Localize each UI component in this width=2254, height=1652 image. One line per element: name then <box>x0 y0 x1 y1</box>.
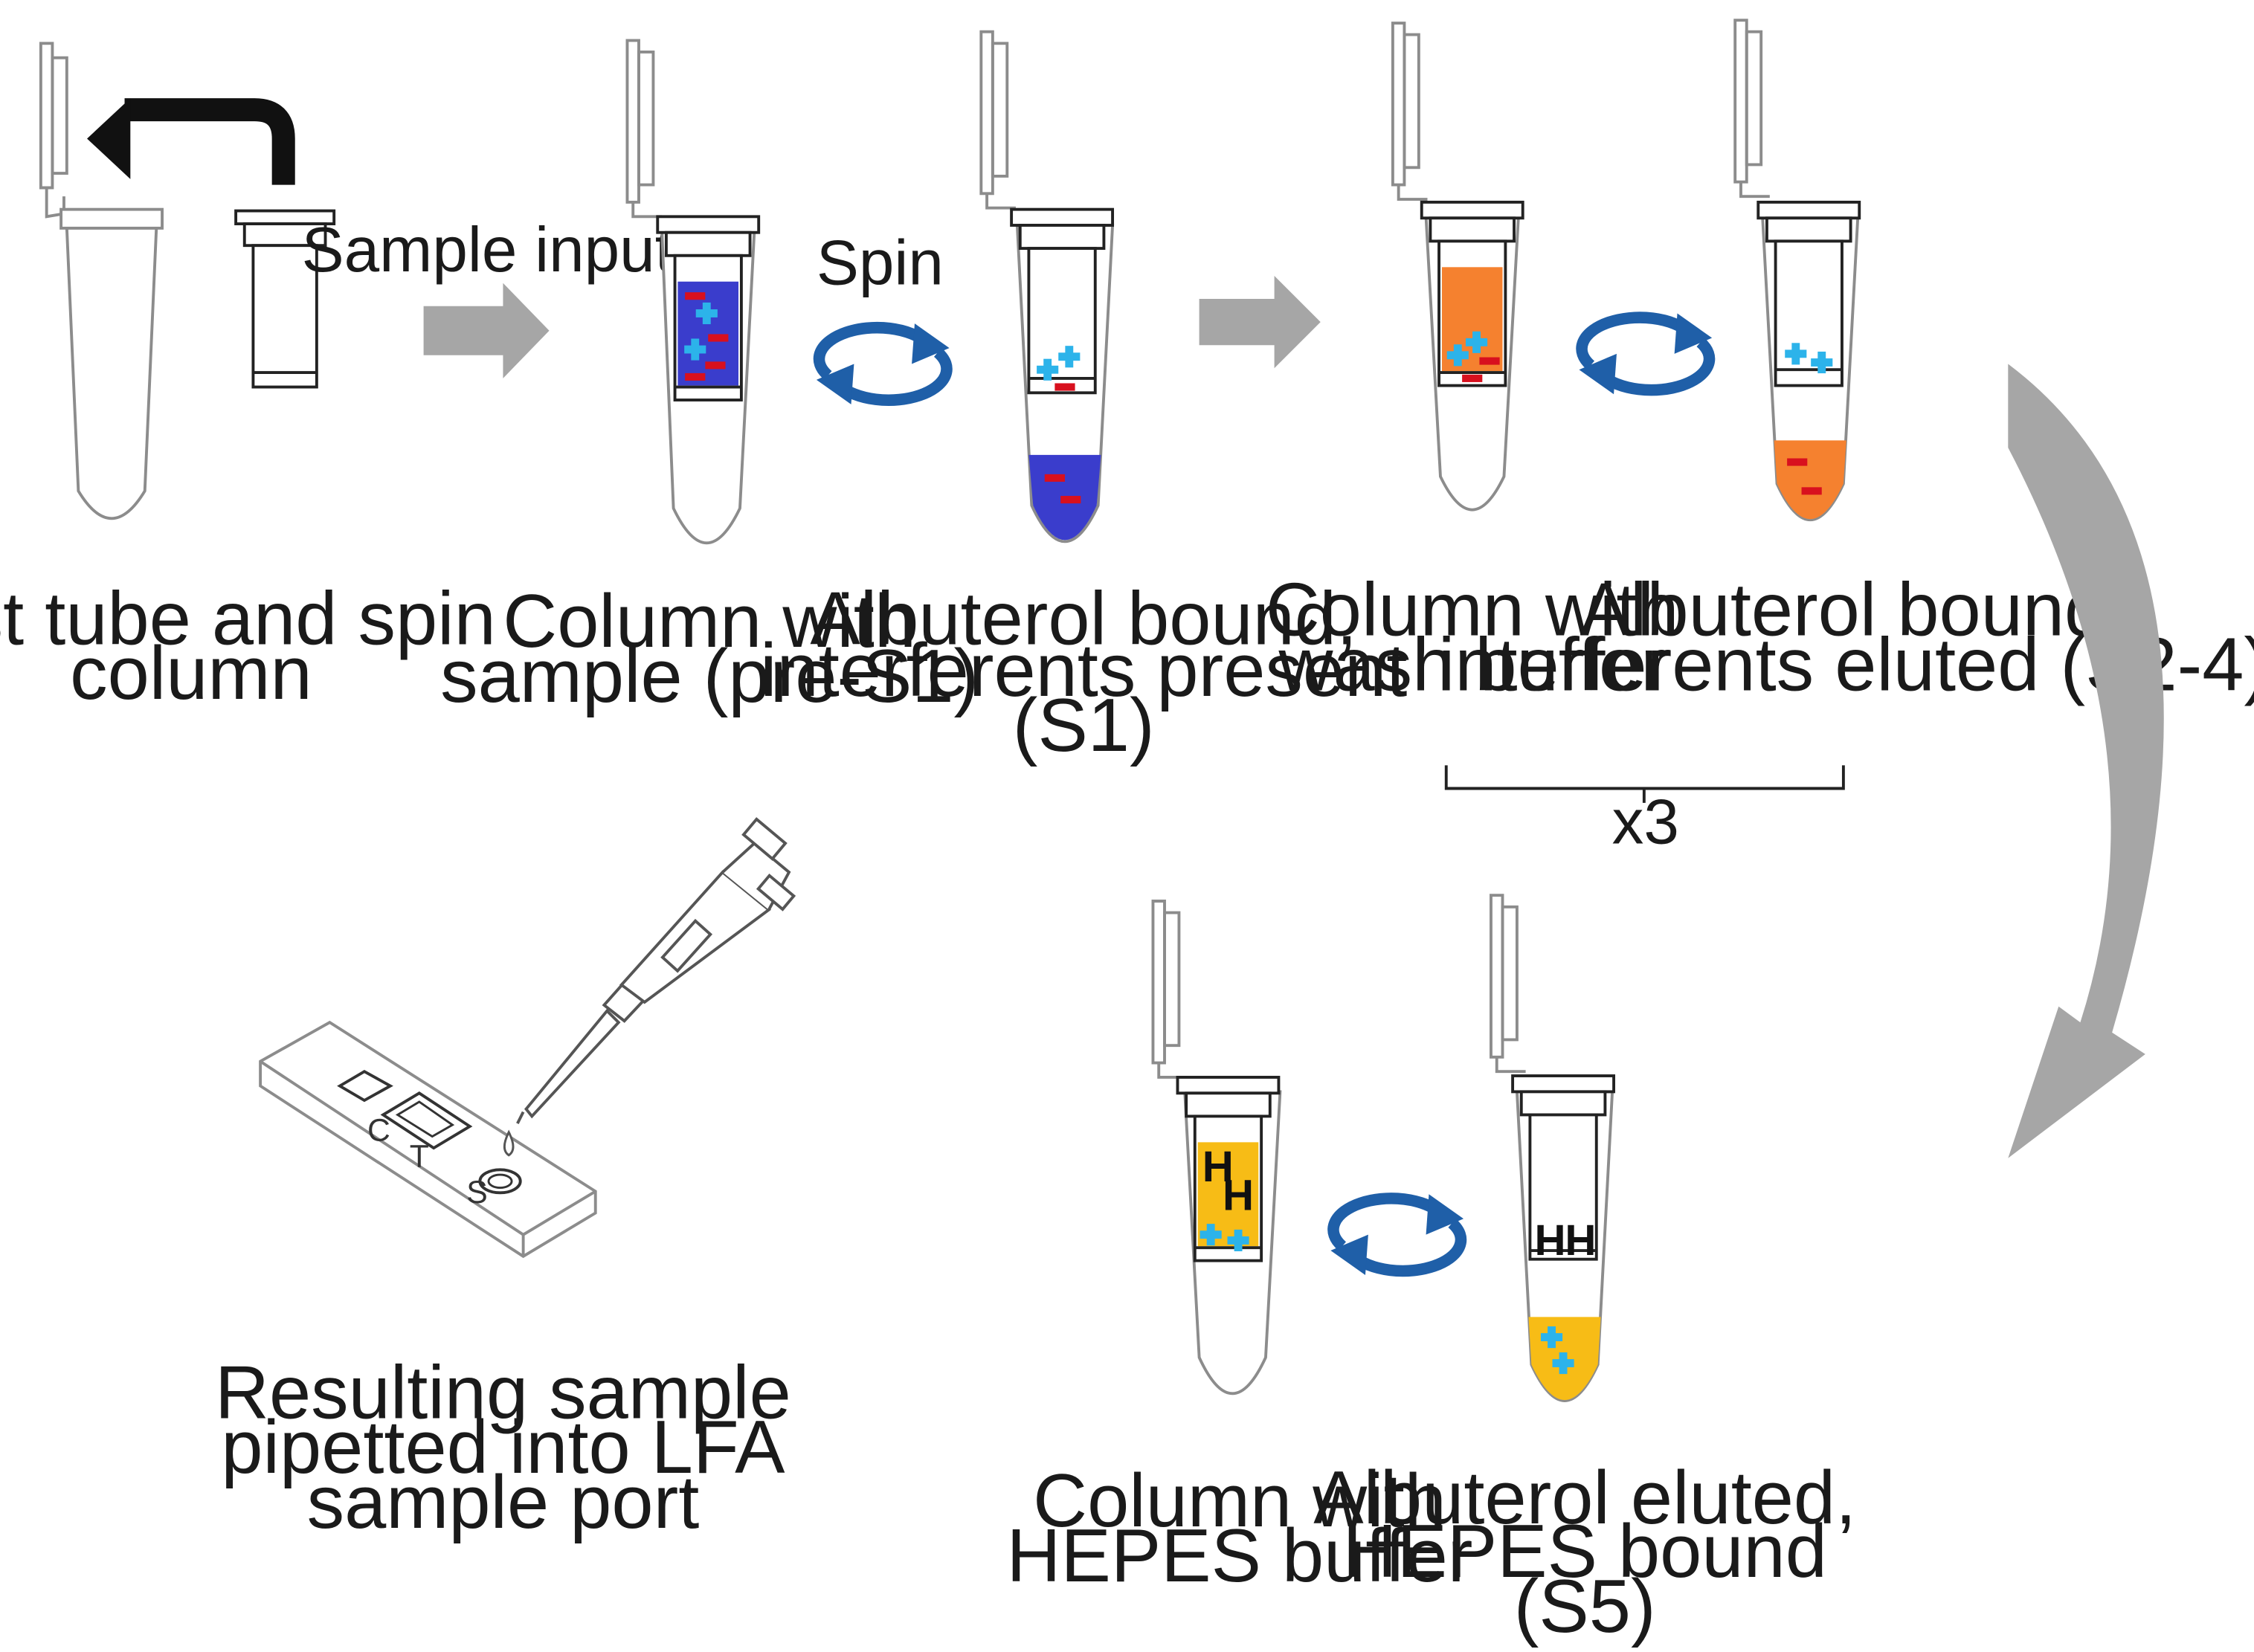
caption-3-line-1: Albuterol bound, <box>810 577 1357 660</box>
minus-icon <box>1054 383 1075 391</box>
caption-3: Albuterol bound, interferents present (S… <box>760 577 1407 767</box>
minus-icon <box>1479 357 1500 365</box>
tube-4-wash <box>1391 22 1524 512</box>
right-arrow-icon <box>423 283 550 378</box>
minus-icon <box>1462 374 1483 382</box>
pipette <box>503 817 796 1157</box>
curved-gray-arrow-icon <box>2008 364 2164 1158</box>
caption-3-line-2: interferents present <box>760 629 1407 712</box>
spin-label: Spin <box>817 228 944 299</box>
wash-fill <box>1774 440 1846 520</box>
tube-1-open <box>39 42 164 520</box>
caption-8-line-1: Resulting sample <box>215 1351 791 1434</box>
curved-black-arrow-icon <box>87 98 295 185</box>
repeat-brace <box>1444 765 1845 803</box>
tube-3-s1 <box>979 30 1115 543</box>
caption-6-line-1: Column with <box>1033 1459 1446 1543</box>
caption-8: Resulting sample pipetted into LFA sampl… <box>215 1351 791 1544</box>
circular-arrows-icon <box>1579 313 1712 394</box>
hepes-mark: H <box>1202 1143 1234 1191</box>
caption-7-line-1: Albuterol eluted, <box>1313 1456 1856 1540</box>
tube-5-s2-4 <box>1733 19 1861 522</box>
spin-column-loose <box>234 209 336 389</box>
caption-5-line-1: Albuterol bound, <box>1580 569 2128 652</box>
minus-icon <box>708 334 729 342</box>
circular-arrows-icon <box>817 323 950 404</box>
caption-7: Albuterol eluted, HEPES bound (S5) <box>1313 1456 1856 1648</box>
caption-2-line-2: sample (pre-S1) <box>440 635 979 718</box>
caption-1: Test tube and spin column <box>0 577 496 715</box>
minus-icon <box>1044 474 1065 482</box>
caption-4: Column with wash buffer <box>1266 569 1679 707</box>
caption-4-line-1: Column with <box>1266 569 1679 652</box>
strip-sample-label: S <box>466 1175 488 1210</box>
sample-input-label: Sample input <box>302 215 673 285</box>
caption-7-line-2: HEPES bound <box>1343 1510 1827 1593</box>
hepes-mark: H <box>1535 1216 1566 1265</box>
caption-2: Column with sample (pre-S1) <box>440 580 979 718</box>
caption-2-line-1: Column with <box>503 580 916 663</box>
strip-test-label: T <box>410 1138 429 1174</box>
caption-6-line-2: HEPES buffer <box>1007 1514 1473 1598</box>
minus-icon <box>685 292 706 300</box>
minus-icon <box>1801 487 1822 495</box>
repeat-count-label: x3 <box>1612 787 1679 857</box>
minus-icon <box>1060 495 1081 504</box>
caption-4-line-2: wash buffer <box>1278 623 1666 706</box>
caption-1-line-1: Test tube and spin <box>0 577 496 660</box>
tube-2-sample <box>625 39 761 544</box>
caption-7-line-3: (S5) <box>1514 1565 1656 1648</box>
minus-icon <box>705 361 726 370</box>
minus-icon <box>1787 458 1808 466</box>
right-arrow-icon <box>1199 275 1321 369</box>
lfa-strip: C T S <box>259 1020 597 1259</box>
minus-icon <box>685 372 706 381</box>
tube-7-s5: H H <box>1490 894 1615 1402</box>
caption-3-line-3: (S1) <box>1013 684 1155 767</box>
caption-6: Column with HEPES buffer <box>1007 1459 1473 1598</box>
hepes-mark: H <box>1565 1216 1596 1265</box>
circular-arrows-icon <box>1330 1194 1464 1275</box>
caption-8-line-2: pipetted into LFA <box>221 1406 785 1489</box>
tube-6-hepes: H H <box>1151 900 1282 1396</box>
strip-control-label: C <box>367 1112 390 1148</box>
caption-1-line-2: column <box>70 632 312 715</box>
caption-8-line-3: sample port <box>307 1461 700 1544</box>
hepes-mark: H <box>1223 1172 1254 1220</box>
